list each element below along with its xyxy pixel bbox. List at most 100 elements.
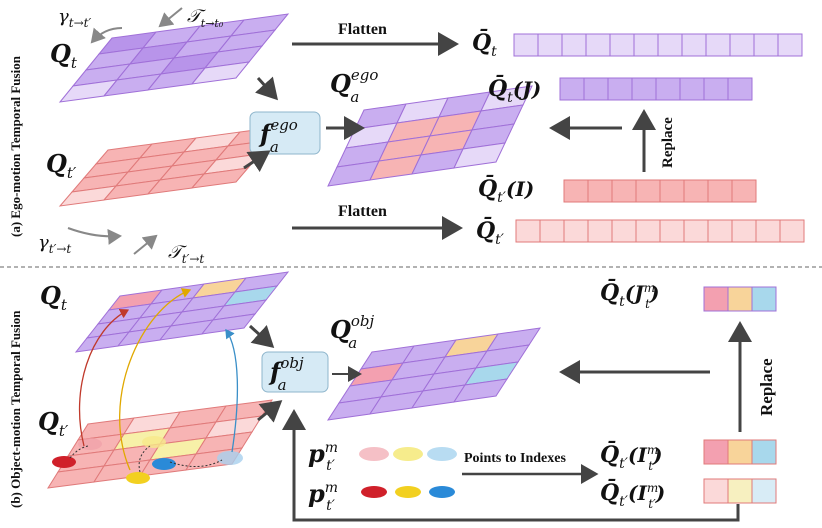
car-solid-yellow-icon (395, 486, 421, 498)
grid-q-a-obj (326, 327, 542, 421)
label-flat-q-t: Q̄t (472, 28, 497, 60)
flatten-bottom-label: Flatten (338, 203, 387, 220)
vector-cell (707, 179, 733, 203)
car-solid-blue-icon (429, 486, 455, 498)
vector-flat-q-tp (515, 219, 805, 243)
grid-cell (190, 61, 251, 85)
car-ghost-red-icon (359, 447, 389, 461)
grid-cell (200, 313, 257, 335)
car-yellow-ghost-icon (142, 436, 166, 448)
car-ghost-yellow-icon (393, 447, 423, 461)
replace-label-a: Replace (660, 117, 676, 168)
vector-cell (587, 219, 613, 243)
vector-cell (515, 219, 541, 243)
car-yellow-icon (126, 472, 150, 484)
grid-q-t (58, 13, 290, 103)
car-red-icon (52, 456, 76, 468)
vector-flat-q-tp-i (563, 179, 757, 203)
feedback-loop-arrow (282, 409, 740, 522)
replace-label-b: Replace (757, 358, 776, 416)
vector-cell (681, 33, 707, 57)
arrow-b-qtp-to-fn (257, 400, 283, 423)
label-gamma-bottom: γt′→t (38, 232, 71, 256)
vector-cell (635, 179, 661, 203)
vector-cell (779, 219, 805, 243)
vector-b-top (703, 286, 777, 312)
vector-cell (657, 33, 683, 57)
car-solid-red-icon (361, 486, 387, 498)
points-to-indexes-label: Points to Indexes (464, 451, 566, 466)
car-blue-icon (152, 458, 176, 470)
vector-cell (753, 33, 779, 57)
grid-cell (452, 378, 509, 403)
vector-cell (655, 77, 681, 101)
motion-arrow-blue (225, 328, 239, 453)
vector-cell (703, 77, 729, 101)
vector-cell (539, 219, 565, 243)
fusion-fn-obj-box (261, 351, 329, 393)
dashed-blue (169, 459, 223, 467)
label-b-q-t-prime: Qt′ (38, 407, 69, 440)
grid-cell (327, 160, 380, 187)
grid-b-q-t-prime (47, 399, 273, 489)
vector-cell (729, 33, 755, 57)
car-icons-row-bottom (361, 486, 455, 498)
section-a-side-label: (a) Ego-motion Temporal Fusion (8, 55, 23, 237)
label-flat-q-tp-i: Q̄t′(I) (478, 174, 534, 206)
vector-cell (683, 219, 709, 243)
grid-cell (453, 142, 506, 169)
vector-cell (607, 77, 633, 101)
gamma-bottom-arrow (67, 227, 122, 245)
label-b-q-t: Qt (40, 281, 68, 314)
vector-cell (561, 33, 587, 57)
car-icons-row-top (359, 447, 457, 461)
label-gamma-top: γt→t′ (58, 6, 91, 30)
vector-cell (583, 77, 609, 101)
vector-flat-q-t (513, 33, 803, 57)
car-ghost-blue-icon (427, 447, 457, 461)
tau-top-arrow (158, 7, 183, 28)
vector-cell (631, 77, 657, 101)
vector-cell (659, 219, 685, 243)
vector-cell (731, 179, 757, 203)
vector-cell (563, 219, 589, 243)
flatten-top-label: Flatten (338, 21, 387, 38)
vector-cell (755, 219, 781, 243)
vector-cell (587, 179, 613, 203)
label-flat-q-t-j: Q̄t(J) (488, 74, 541, 106)
vector-cell (659, 179, 685, 203)
grid-cell (190, 167, 250, 189)
vector-b-mid (703, 439, 777, 465)
fusion-fn-ego-box (249, 111, 321, 155)
vector-cell (707, 219, 733, 243)
dashed-red (69, 445, 89, 459)
label-q-t-prime: Qt′ (46, 149, 77, 182)
vector-cell (633, 33, 659, 57)
label-flat-q-tp: Q̄t′ (476, 216, 505, 248)
vector-cell (777, 33, 803, 57)
grid-cell (47, 465, 105, 489)
label-tau-bottom: 𝒯t′→t (168, 242, 204, 266)
vector-b-bottom (703, 478, 777, 504)
vector-cell (563, 179, 589, 203)
vector-cell (513, 33, 539, 57)
vector-cell (611, 219, 637, 243)
section-a: (a) Ego-motion Temporal Fusion Qt Qt′ γt… (8, 6, 805, 266)
vector-cell (727, 77, 753, 101)
vector-cell (537, 33, 563, 57)
section-b: (b) Object-motion Temporal Fusion Qt Qt′… (8, 271, 777, 522)
car-red-ghost-icon (78, 438, 102, 450)
vector-cell (731, 219, 757, 243)
vector-cell (635, 219, 661, 243)
grid-q-t-prime (58, 125, 286, 207)
vector-cell (679, 77, 705, 101)
